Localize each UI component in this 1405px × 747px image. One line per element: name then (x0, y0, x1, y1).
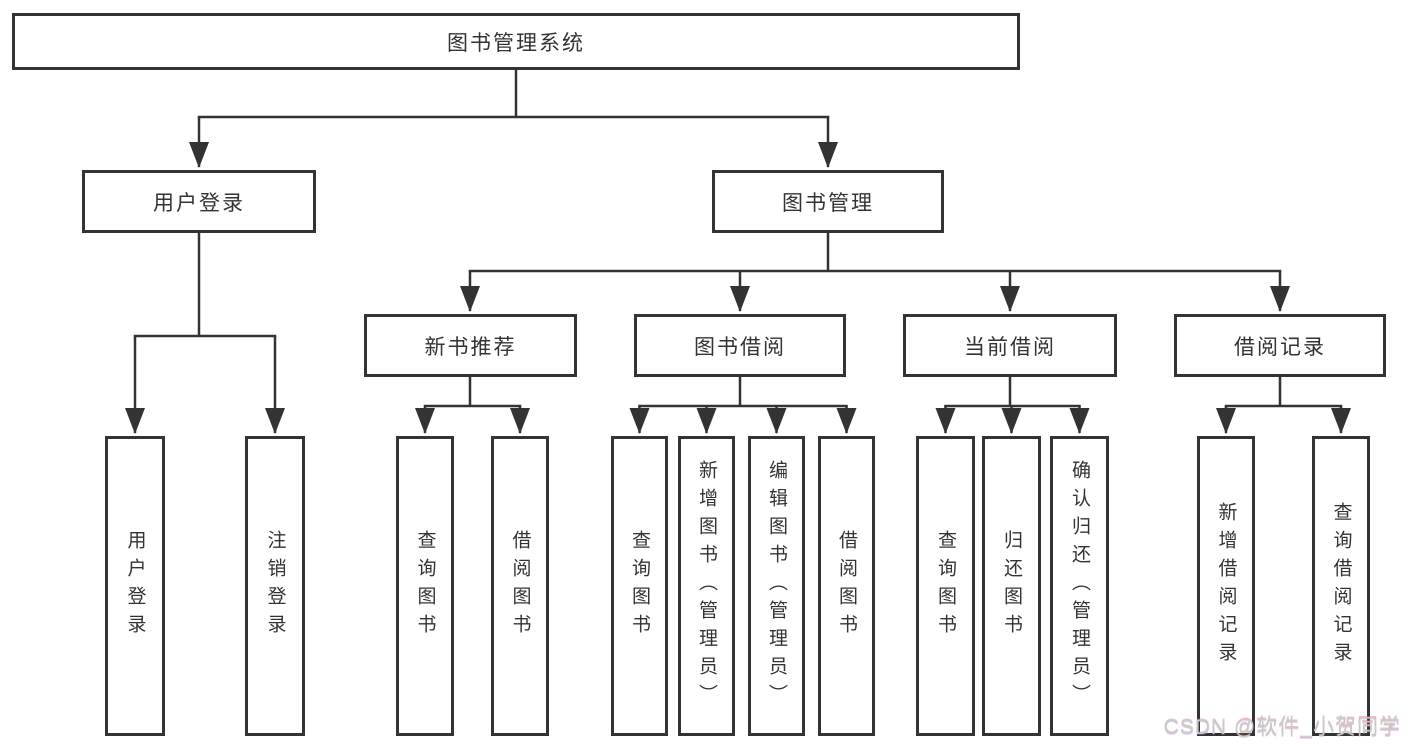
leaf-borrow-books: 借阅图书 (818, 436, 875, 736)
leaf-query-books-borrow-label: 查询图书 (629, 530, 650, 642)
node-root: 图书管理系统 (12, 13, 1020, 70)
node-current-borrowing: 当前借阅 (903, 314, 1117, 377)
leaf-borrow-books-label: 借阅图书 (836, 530, 857, 642)
leaf-add-borrow-record-label: 新增借阅记录 (1215, 502, 1237, 670)
leaf-query-books-recommend-label: 查询图书 (414, 530, 436, 642)
node-root-label: 图书管理系统 (447, 31, 585, 55)
node-new-book-recommend: 新书推荐 (364, 314, 577, 377)
leaf-user-login-label: 用户登录 (124, 530, 146, 642)
leaf-confirm-return-admin: 确认归还（管理员） (1050, 436, 1109, 736)
node-book-management: 图书管理 (712, 170, 944, 233)
node-book-borrowing: 图书借阅 (634, 314, 846, 377)
leaf-query-borrow-record: 查询借阅记录 (1312, 436, 1370, 736)
leaf-add-borrow-record: 新增借阅记录 (1197, 436, 1255, 736)
leaf-return-books: 归还图书 (982, 436, 1041, 736)
leaf-add-books-admin-label: 新增图书（管理员） (696, 460, 717, 712)
leaf-confirm-return-admin-label: 确认归还（管理员） (1069, 460, 1090, 712)
node-user-login-label: 用户登录 (153, 191, 245, 215)
node-user-login: 用户登录 (82, 170, 316, 233)
leaf-edit-books-admin: 编辑图书（管理员） (748, 436, 805, 736)
node-new-book-recommend-label: 新书推荐 (424, 335, 517, 359)
leaf-query-books-borrow: 查询图书 (611, 436, 668, 736)
leaf-query-books-current-label: 查询图书 (935, 530, 956, 642)
leaf-borrow-books-recommend-label: 借阅图书 (509, 530, 531, 642)
node-book-borrowing-label: 图书借阅 (694, 335, 786, 359)
leaf-borrow-books-recommend: 借阅图书 (491, 436, 549, 736)
leaf-logout-label: 注销登录 (264, 530, 286, 642)
leaf-user-login: 用户登录 (105, 436, 165, 736)
node-current-borrowing-label: 当前借阅 (964, 335, 1056, 359)
node-book-management-label: 图书管理 (782, 191, 874, 215)
leaf-query-borrow-record-label: 查询借阅记录 (1330, 502, 1352, 670)
leaf-edit-books-admin-label: 编辑图书（管理员） (766, 460, 787, 712)
leaf-query-books-current: 查询图书 (916, 436, 975, 736)
node-borrowing-records: 借阅记录 (1174, 314, 1386, 377)
leaf-return-books-label: 归还图书 (1001, 530, 1022, 642)
watermark: CSDN @软件_小贺同学 (1163, 716, 1401, 739)
leaf-query-books-recommend: 查询图书 (396, 436, 454, 736)
leaf-logout: 注销登录 (245, 436, 305, 736)
node-borrowing-records-label: 借阅记录 (1234, 335, 1326, 359)
leaf-add-books-admin: 新增图书（管理员） (678, 436, 735, 736)
